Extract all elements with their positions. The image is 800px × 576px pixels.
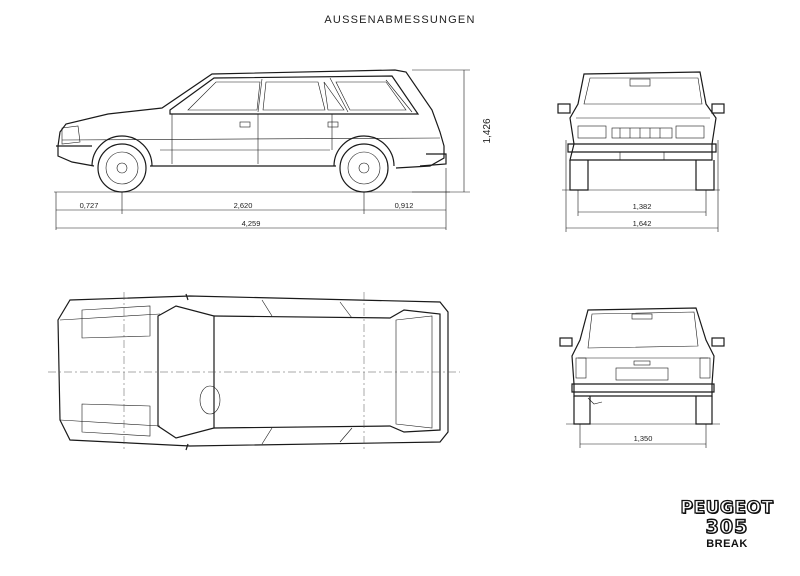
page-title: AUSSENABMESSUNGEN [324,14,476,26]
brand-model: 305 [705,516,749,538]
brand-variant: BREAK [706,538,748,550]
dim-wheelbase: 2,620 [234,201,253,210]
brand-name: PEUGEOT [680,497,774,518]
dim-width: 1,642 [633,219,652,228]
dim-rear-track: 1,350 [634,434,653,443]
dim-length: 4,259 [242,219,261,228]
brand-logo: PEUGEOT 305 BREAK [672,497,782,550]
side-view: 0,727 2,620 0,912 4,259 1,426 [54,69,493,230]
dim-height: 1,426 [482,118,493,143]
dim-rear-overhang: 0,912 [395,201,414,210]
dim-front-overhang: 0,727 [80,201,99,210]
dim-front-track: 1,382 [633,202,652,211]
rear-view: 1,350 [559,307,725,448]
front-view: 1,382 1,642 [557,71,725,232]
top-view [48,292,460,452]
